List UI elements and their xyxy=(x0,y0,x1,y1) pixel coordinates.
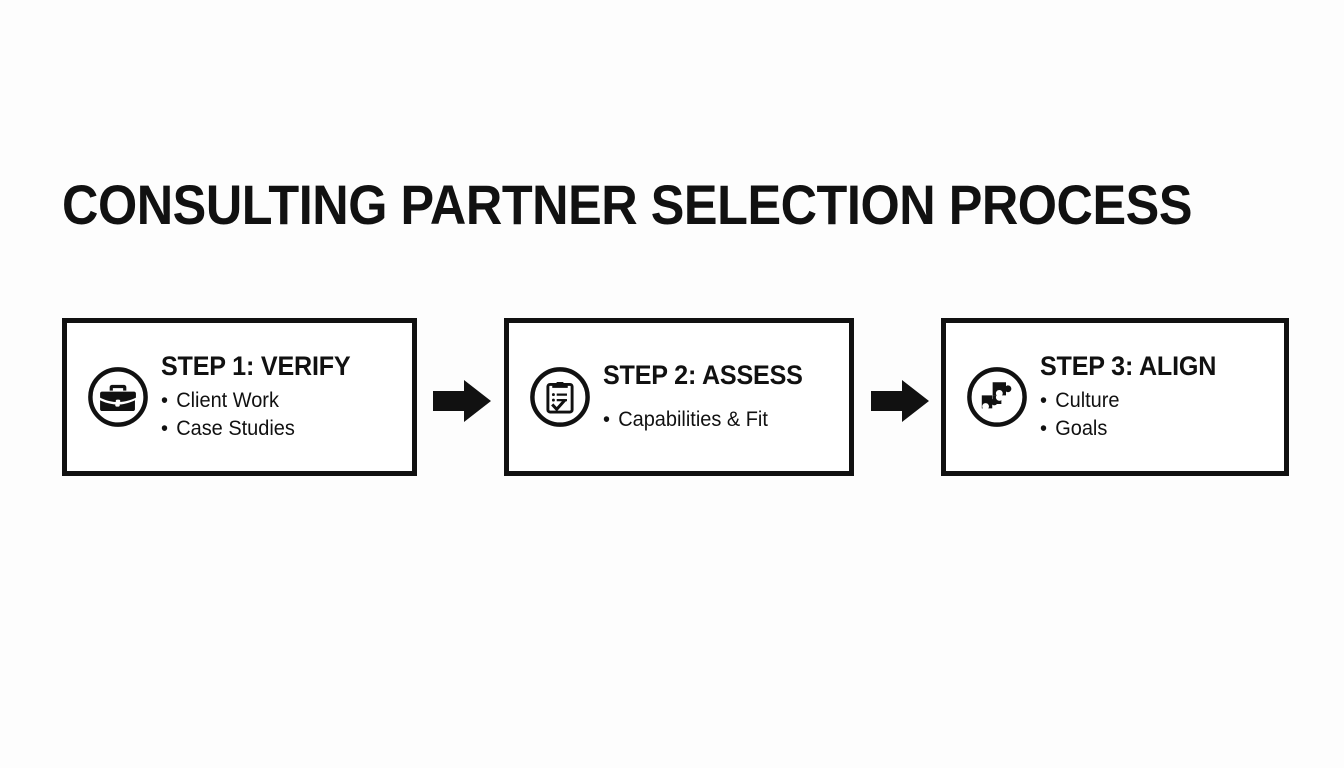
list-item: Culture xyxy=(1040,387,1262,415)
list-item: Goals xyxy=(1040,415,1262,443)
puzzle-pieces-icon xyxy=(967,367,1027,427)
step-2-heading: STEP 2: ASSESS xyxy=(603,360,803,390)
arrow-right-icon xyxy=(871,380,929,422)
step-card-2[interactable]: STEP 2: ASSESS Capabilities & Fit xyxy=(504,318,854,476)
process-flow: STEP 1: VERIFY Client Work Case Studies xyxy=(0,318,1344,478)
step-3-text: STEP 3: ALIGN Culture Goals xyxy=(1040,351,1284,443)
list-item: Case Studies xyxy=(161,415,390,443)
step-1-bullets: Client Work Case Studies xyxy=(161,387,402,443)
step-1-text: STEP 1: VERIFY Client Work Case Studies xyxy=(161,351,412,443)
list-item: Capabilities & Fit xyxy=(603,406,827,434)
step-3-bullets: Culture Goals xyxy=(1040,387,1274,443)
step-1-heading: STEP 1: VERIFY xyxy=(161,351,351,381)
step-3-icon-container xyxy=(946,366,1040,428)
arrow-right-icon xyxy=(433,380,491,422)
step-2-text: STEP 2: ASSESS Capabilities & Fit xyxy=(603,360,849,434)
briefcase-icon xyxy=(88,367,148,427)
step-2-bullets: Capabilities & Fit xyxy=(603,406,839,434)
step-1-icon-container xyxy=(67,366,161,428)
step-card-3[interactable]: STEP 3: ALIGN Culture Goals xyxy=(941,318,1289,476)
page-title: CONSULTING PARTNER SELECTION PROCESS xyxy=(62,173,1193,236)
list-item: Client Work xyxy=(161,387,390,415)
step-card-1[interactable]: STEP 1: VERIFY Client Work Case Studies xyxy=(62,318,417,476)
clipboard-checklist-icon xyxy=(530,367,590,427)
step-3-heading: STEP 3: ALIGN xyxy=(1040,351,1217,381)
step-2-icon-container xyxy=(509,366,603,428)
